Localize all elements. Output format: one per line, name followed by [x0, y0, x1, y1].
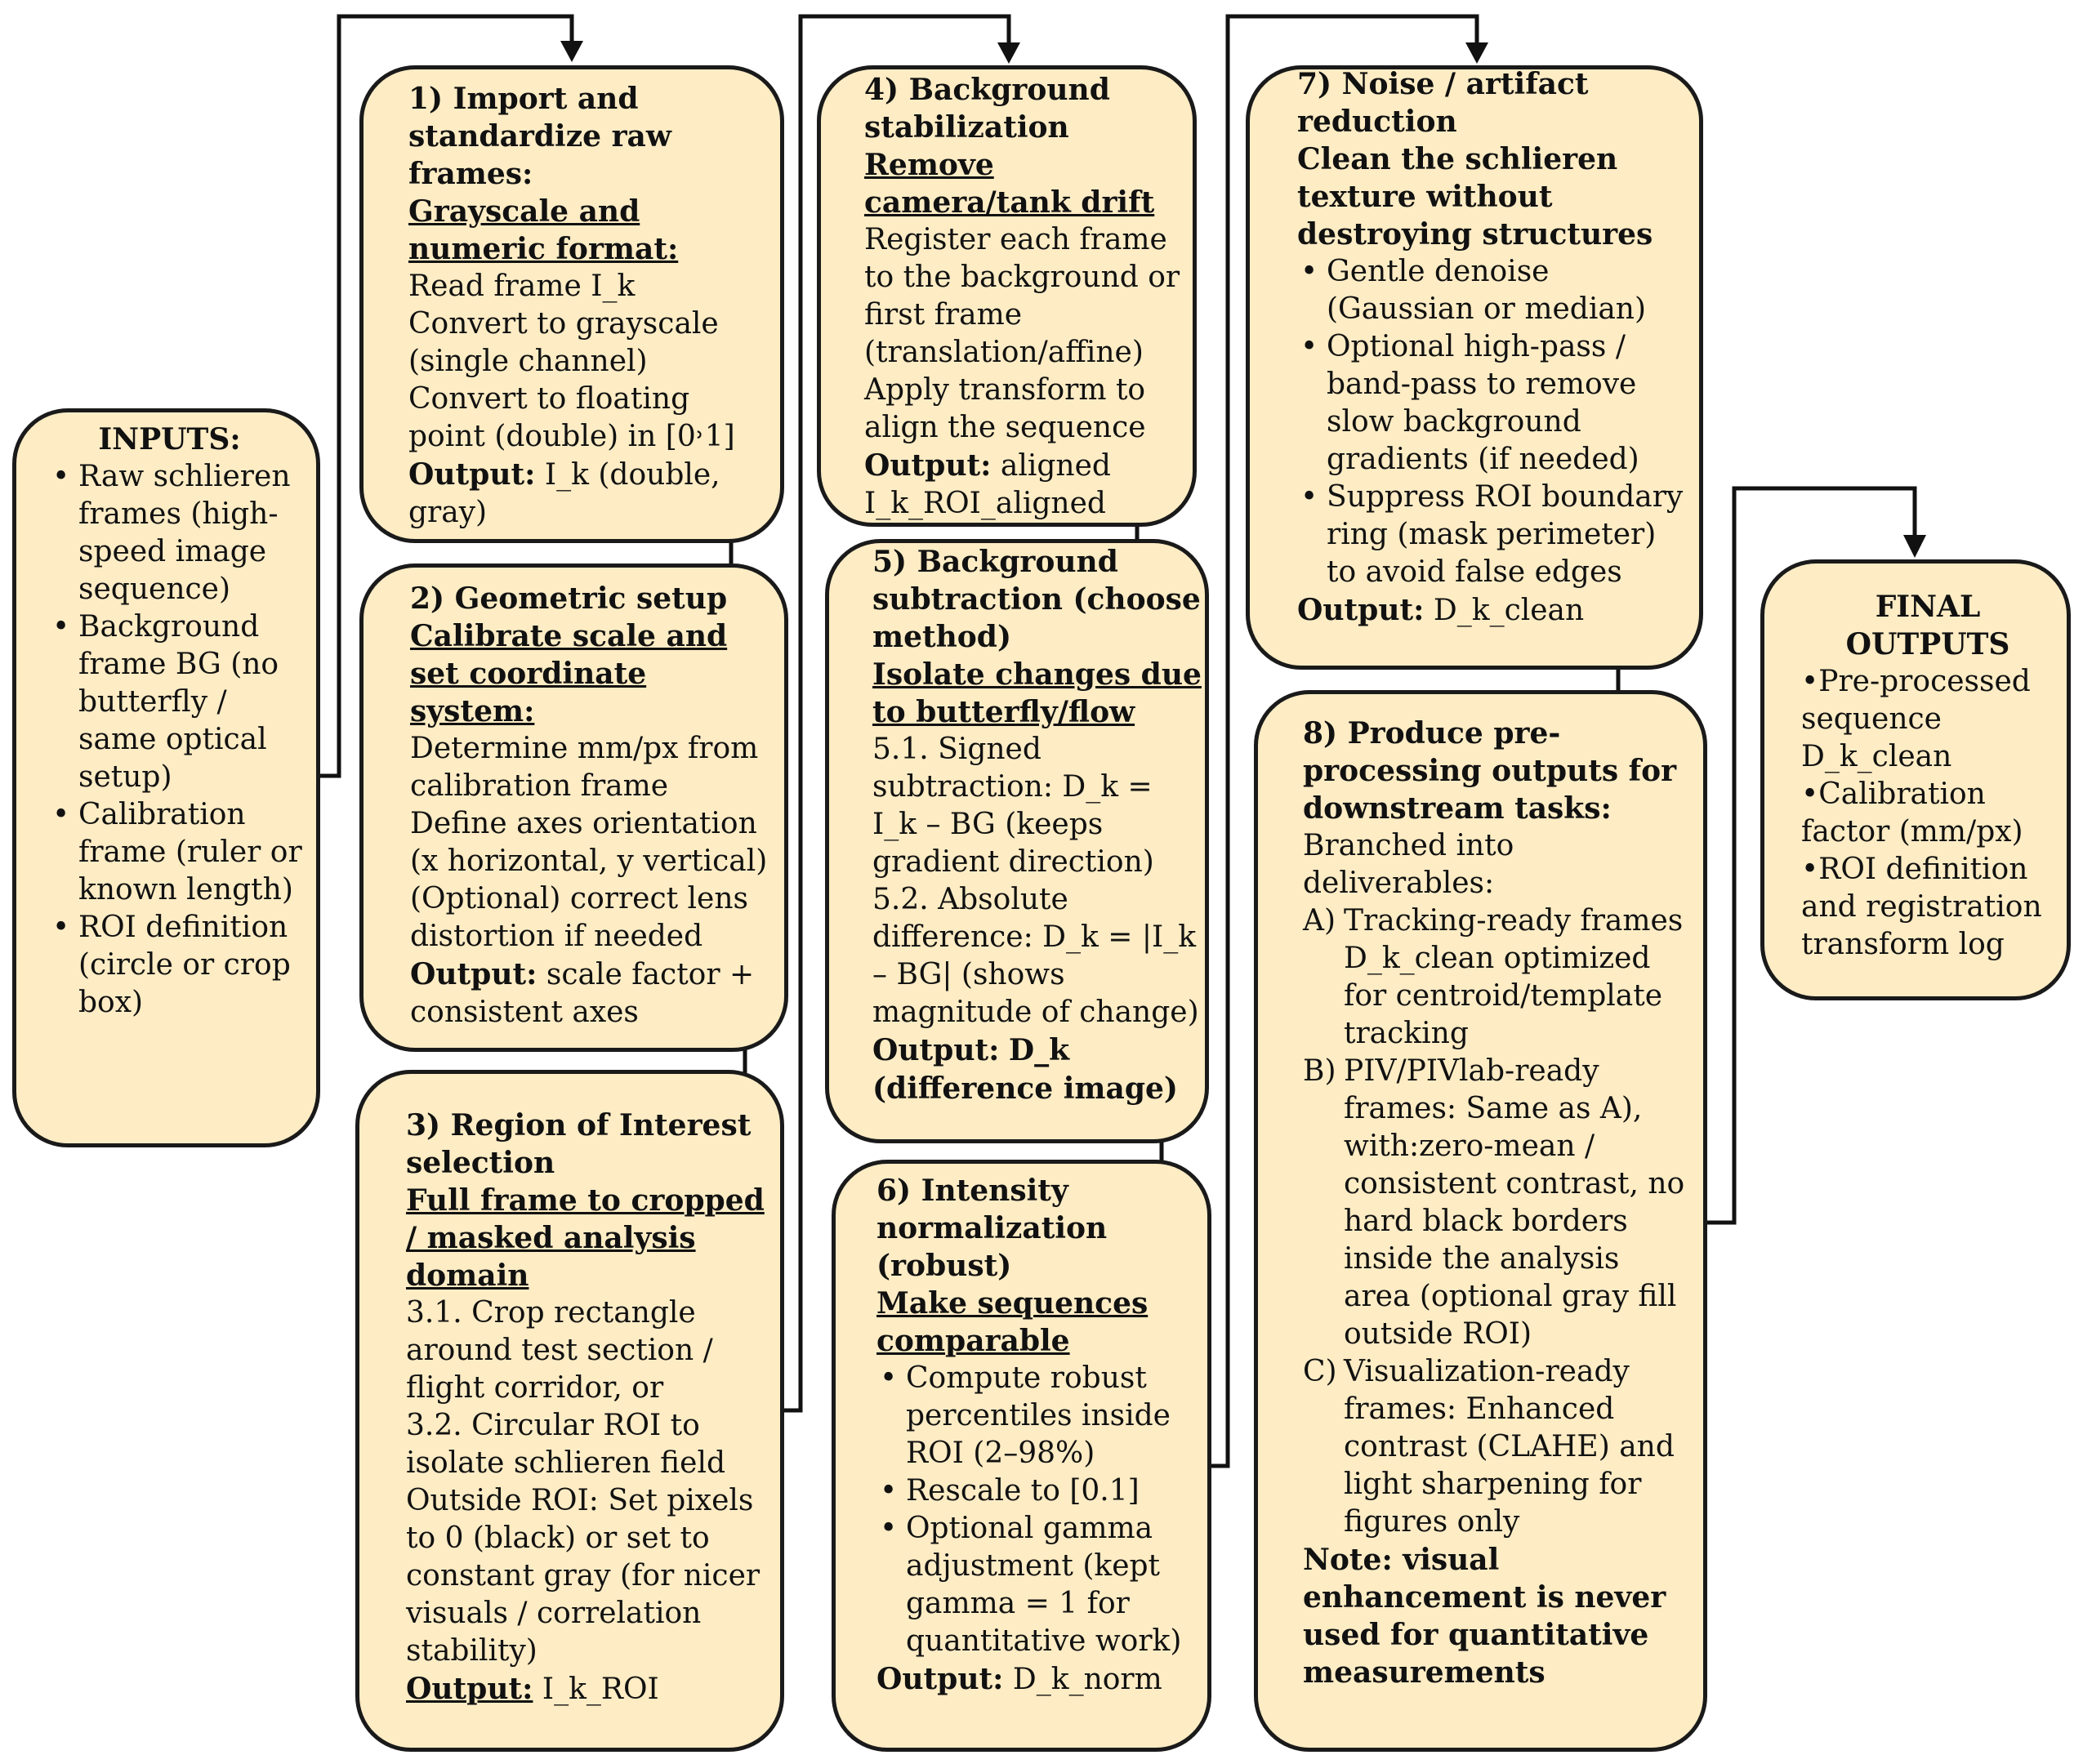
output-label: Output: — [410, 957, 537, 991]
output-label: Output: — [1297, 593, 1425, 627]
step4-box — [817, 65, 1197, 527]
list-item: Calibration frame (ruler or known length… — [49, 796, 302, 909]
step1-box — [359, 65, 784, 543]
inputs-list: Raw schlieren frames (high-speed image s… — [49, 458, 302, 1022]
output-label: Output: — [876, 1662, 1004, 1696]
step4-line: Register each frame to the background or… — [864, 223, 1180, 369]
list-item: Compute robust percentiles inside ROI (2… — [876, 1360, 1203, 1472]
step1-line: Convert to grayscale (single channel) — [408, 307, 719, 378]
output-value: I_k (double, gray) — [408, 458, 720, 529]
arrow-step8-to-final — [1703, 486, 1917, 1225]
list-item-text: PIV/PIVlab-ready frames: Same as A), wit… — [1344, 1054, 1685, 1351]
step7-title: 7) Noise / artifact reduction — [1297, 67, 1589, 139]
step8-intro: Branched into deliverables: — [1303, 829, 1514, 900]
output-value: aligned I_k_ROI_aligned — [864, 449, 1111, 520]
step2-line: Determine mm/px from calibration frame — [410, 732, 759, 803]
arrow-step3-to-step4 — [780, 14, 1011, 1413]
list-item: Optional gamma adjustment (kept gamma = … — [876, 1510, 1203, 1660]
step8-text: 8) Produce pre-processing outputs for do… — [1303, 715, 1687, 1691]
list-item: Gentle denoise (Gaussian or median) — [1297, 253, 1689, 328]
step7-list: Gentle denoise (Gaussian or median) Opti… — [1297, 253, 1689, 591]
step6-output: Output: D_k_norm — [876, 1660, 1203, 1699]
step5-title: 5) Background subtraction (choose method… — [872, 545, 1201, 654]
step8-note: Note: visual enhancement is never used f… — [1303, 1543, 1666, 1690]
output-label: Output: — [408, 457, 536, 492]
output-value: scale factor + consistent axes — [410, 958, 755, 1029]
step2-line: Define axes orientation (x horizontal, y… — [410, 807, 768, 878]
list-item: Suppress ROI boundary ring (mask perimet… — [1297, 479, 1689, 591]
final-title: FINAL OUTPUTS — [1845, 590, 2010, 662]
inputs-text: INPUTS: Raw schlieren frames (high-speed… — [49, 421, 302, 1022]
list-item: Rescale to [0.1] — [876, 1472, 1203, 1510]
step3-title: 3) Region of Interest selection — [406, 1108, 752, 1180]
step5-line: 5.1. Signed subtraction: D_k = I_k – BG … — [872, 733, 1154, 879]
output-value: D_k_norm — [1012, 1663, 1162, 1696]
step1-text: 1) Import and standardize raw frames: Gr… — [408, 80, 760, 532]
final-item: •Calibration factor (mm/px) — [1801, 777, 2023, 849]
step4-output: Output: aligned I_k_ROI_aligned — [864, 447, 1183, 523]
output-value: D_k (difference image) — [872, 1033, 1178, 1106]
step5-box — [825, 539, 1209, 1143]
step8-title: 8) Produce pre-processing outputs for do… — [1303, 716, 1677, 826]
list-item-text: Visualization-ready frames: Enhanced con… — [1344, 1355, 1675, 1539]
step6-text: 6) Intensity normalization (robust) Make… — [876, 1172, 1203, 1699]
step3-line: 3.1. Crop rectangle around test section … — [406, 1296, 713, 1405]
step6-list: Compute robust percentiles inside ROI (2… — [876, 1360, 1203, 1660]
list-item: Raw schlieren frames (high-speed image s… — [49, 458, 302, 608]
step3-line: Outside ROI: Set pixels to 0 (black) or … — [406, 1484, 760, 1668]
step2-line: (Optional) correct lens distortion if ne… — [410, 882, 749, 953]
list-item: Optional high-pass / band-pass to remove… — [1297, 328, 1689, 479]
step3-line: 3.2. Circular ROI to isolate schlieren f… — [406, 1409, 726, 1480]
inputs-title: INPUTS: — [98, 422, 241, 457]
step8-list: Tracking-ready frames D_k_clean optimize… — [1303, 902, 1687, 1541]
step3-box — [355, 1070, 784, 1752]
step4-title: 4) Background stabilization — [864, 73, 1110, 145]
list-item: Visualization-ready frames: Enhanced con… — [1303, 1353, 1687, 1541]
final-item: •Pre-processed sequence D_k_clean — [1801, 665, 2031, 773]
step4-text: 4) Background stabilization Remove camer… — [864, 71, 1183, 523]
final-item: •ROI definition and registration transfo… — [1801, 853, 2042, 961]
list-item: Background frame BG (no butterfly / same… — [49, 608, 302, 796]
step4-line: Apply transform to align the sequence — [864, 373, 1146, 444]
step3-output: Output: I_k_ROI — [406, 1670, 765, 1708]
list-item: PIV/PIVlab-ready frames: Same as A), wit… — [1303, 1053, 1687, 1353]
step5-output: Output: D_k (difference image) — [872, 1031, 1203, 1108]
output-value: D_k_clean — [1433, 594, 1585, 627]
final-text: FINAL OUTPUTS •Pre-processed sequence D_… — [1801, 588, 2054, 964]
step2-output: Output: scale factor + consistent axes — [410, 956, 769, 1031]
final-box — [1760, 559, 2071, 1000]
step1-line: Convert to floating point (double) in [0… — [408, 382, 735, 453]
output-label: Output: — [864, 448, 992, 483]
list-item-text: Tracking-ready frames D_k_clean optimize… — [1344, 904, 1684, 1050]
step7-text: 7) Noise / artifact reduction Clean the … — [1297, 65, 1689, 630]
step2-box — [359, 564, 788, 1052]
step6-subtitle: Make sequences comparable — [876, 1286, 1149, 1358]
step7-output: Output: D_k_clean — [1297, 591, 1689, 630]
step2-title: 2) Geometric setup — [410, 581, 728, 616]
output-label: Output: — [406, 1672, 533, 1706]
list-item: Tracking-ready frames D_k_clean optimize… — [1303, 902, 1687, 1053]
step3-text: 3) Region of Interest selection Full fra… — [406, 1107, 765, 1708]
step2-text: 2) Geometric setup Calibrate scale and s… — [410, 580, 769, 1031]
step7-subtitle: Clean the schlieren texture without dest… — [1297, 142, 1653, 252]
list-item: ROI definition (circle or crop box) — [49, 909, 302, 1022]
arrow-step6-to-step7 — [1209, 14, 1479, 1468]
output-value: I_k_ROI — [542, 1673, 659, 1706]
step5-subtitle: Isolate changes due to butterfly/flow — [872, 657, 1202, 729]
step3-subtitle: Full frame to cropped / masked analysis … — [406, 1183, 765, 1293]
output-label: Output: — [872, 1033, 1000, 1067]
step1-title: 1) Import and standardize raw frames: — [408, 82, 671, 191]
step6-title: 6) Intensity normalization (robust) — [876, 1174, 1108, 1283]
step2-subtitle: Calibrate scale and set coordinate syste… — [410, 619, 728, 728]
step1-line: Read frame I_k — [408, 270, 636, 303]
step4-subtitle: Remove camera/tank drift — [864, 148, 1155, 220]
step1-subtitle: Grayscale and numeric format: — [408, 194, 679, 266]
step5-text: 5) Background subtraction (choose method… — [872, 543, 1203, 1108]
step5-line: 5.2. Absolute difference: D_k = |I_k – B… — [872, 883, 1199, 1029]
arrow-inputs-to-step1 — [319, 14, 574, 778]
step1-output: Output: I_k (double, gray) — [408, 456, 760, 532]
